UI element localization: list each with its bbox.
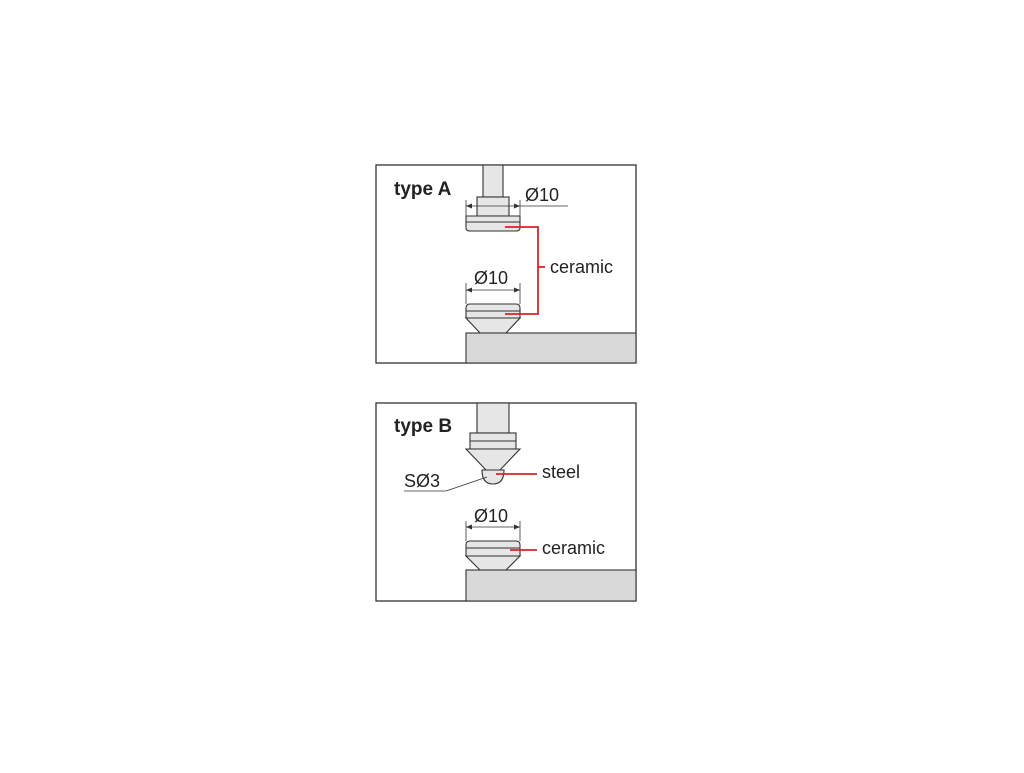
base-plate-b	[465, 569, 637, 602]
lower-ceramic-face-b	[465, 540, 521, 557]
ceramic-label-b: ceramic	[542, 538, 605, 558]
ball-size-label: SØ3	[404, 471, 440, 491]
base-plate-a	[465, 332, 637, 364]
ceramic-label-a: ceramic	[550, 257, 613, 277]
panel-type-a-title: type A	[394, 179, 452, 200]
steel-label: steel	[542, 462, 580, 482]
lower-diameter-dimension-b	[465, 521, 521, 541]
spindle-neck	[476, 196, 510, 217]
lower-diameter-dimension	[465, 283, 521, 304]
panel-type-b-title: type B	[394, 416, 452, 437]
spindle-shaft-b	[476, 402, 510, 434]
panel-type-b: type B SØ3 steel Ø10	[375, 402, 637, 602]
lower-anvil-b	[464, 540, 522, 571]
spindle-shaft	[482, 164, 504, 198]
lower-diameter-label-b: Ø10	[474, 506, 508, 526]
upper-diameter-dimension	[465, 200, 568, 216]
upper-ceramic-face	[465, 215, 521, 232]
upper-diameter-label: Ø10	[525, 185, 559, 205]
upper-spindle-b	[464, 402, 522, 485]
steel-ball	[481, 469, 505, 485]
lower-diameter-label: Ø10	[474, 268, 508, 288]
ceramic-leader-a	[505, 226, 545, 315]
panel-type-a: type A Ø10 Ø10	[375, 164, 637, 364]
